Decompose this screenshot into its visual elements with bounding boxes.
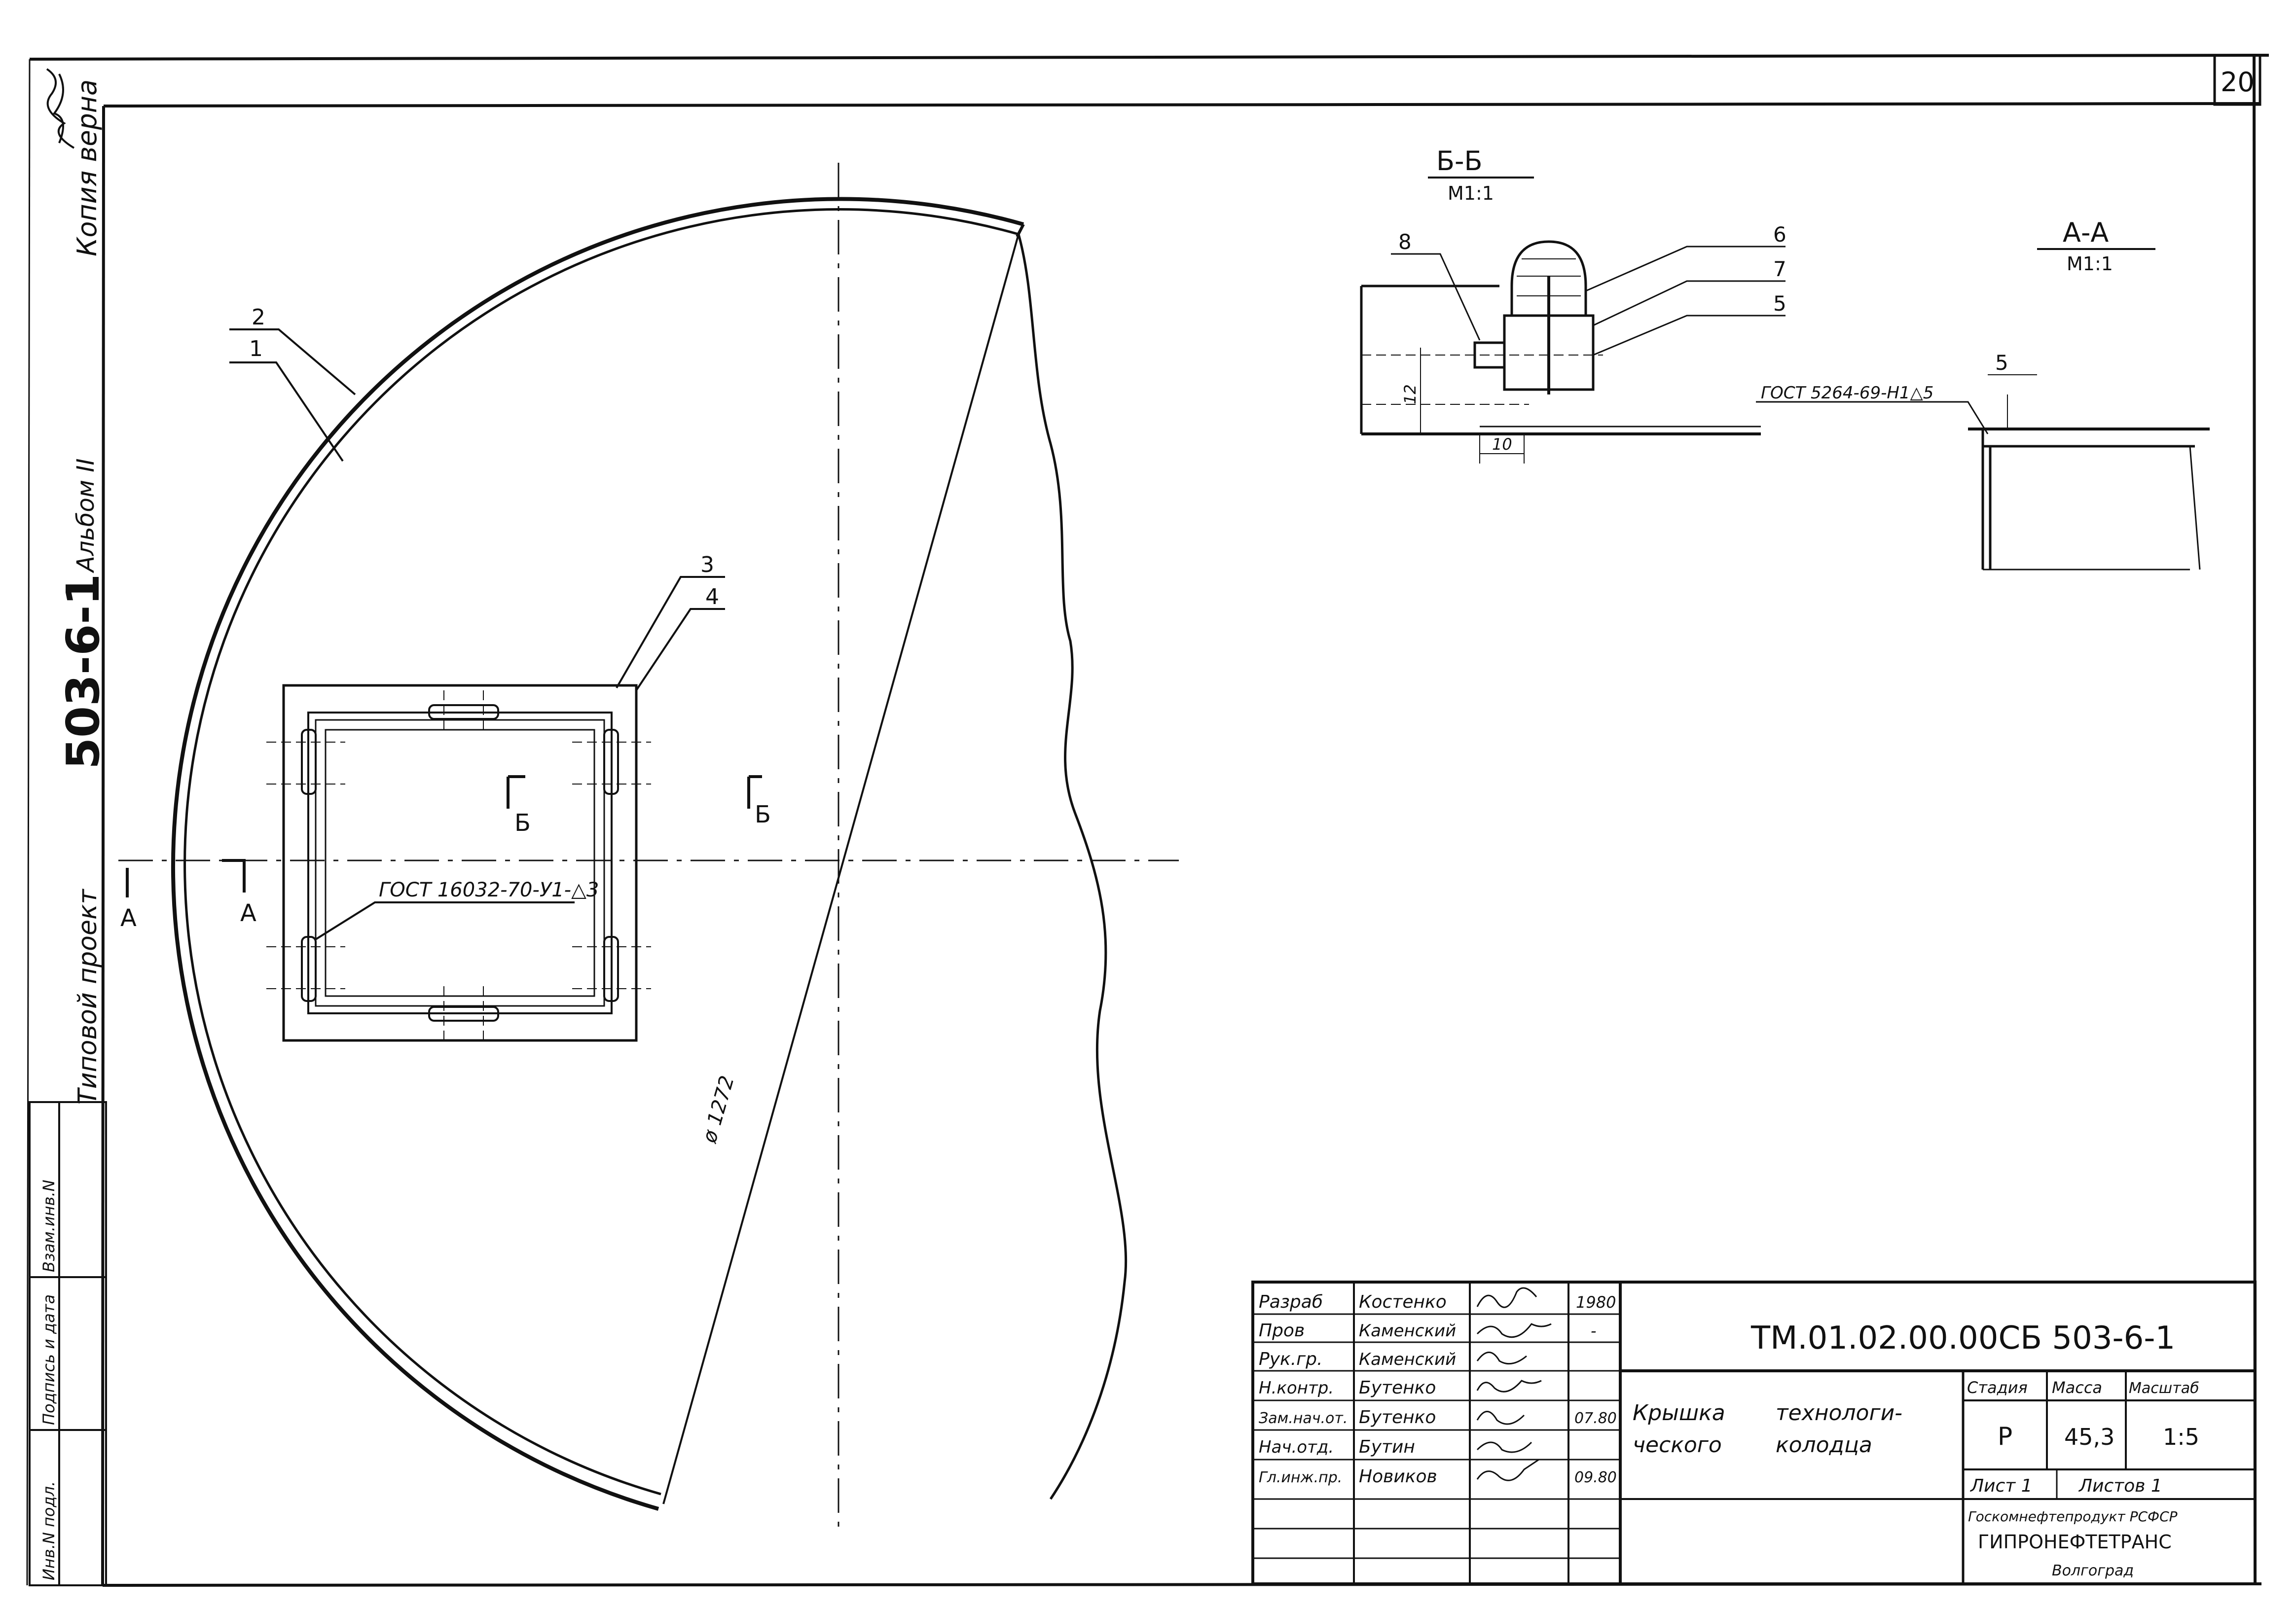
tb-role-1: Разраб [1259,1292,1323,1312]
tb-header-scale: Масштаб [2129,1380,2199,1397]
leader-label-1: 1 [249,336,263,361]
section-mark-a-left: А [120,904,137,932]
tb-header-stage: Стадия [1967,1378,2028,1397]
tb-role-3: Рук.гр. [1259,1349,1322,1369]
tb-name-line2-a: ческого [1633,1432,1722,1458]
section-aa-scale: M1:1 [2067,253,2113,275]
left-approval-table [29,1101,107,1586]
sheet-number: 20 [2221,67,2255,98]
section-bb-part-6: 6 [1773,222,1786,247]
section-bb-dim-w: 10 [1492,435,1512,454]
project-number: 503-6-1 [57,574,109,769]
tb-city: Волгоград [2052,1562,2134,1579]
section-aa-title: А-А [2063,217,2109,248]
tb-name-7: Новиков [1359,1466,1437,1487]
section-bb-scale: M1:1 [1448,182,1494,204]
section-aa-part-5: 5 [1995,351,2008,375]
tb-scale-value: 1:5 [2163,1424,2199,1450]
tb-header-mass: Масса [2052,1378,2102,1397]
section-bb-part-5: 5 [1773,291,1786,316]
tb-date-5: 07.80 [1574,1410,1617,1427]
copy-mark: Копия верна [72,79,103,256]
inv-number-label: Инв.N подл. [39,1481,58,1580]
signature-date-label: Подпись и дата [39,1294,58,1425]
tb-role-5: Зам.нач.от. [1259,1410,1348,1427]
tb-name-2: Каменский [1359,1321,1456,1341]
leaders-1-2 [229,328,356,462]
tb-name-4: Бутенко [1359,1378,1436,1398]
leader-label-4: 4 [705,584,719,609]
section-mark-b-left: Б [514,809,531,837]
signature-scribble [46,68,75,149]
tb-name-line1-b: технологи- [1776,1400,1902,1426]
section-bb-detail: Б-Б M1:1 8 6 [1360,145,1786,464]
section-bb-part-7: 7 [1773,257,1786,281]
tb-date-2: 1980 [1576,1293,1616,1312]
section-aa-weld-note: ГОСТ 5264-69-Н1△5 [1761,383,1933,403]
section-mark-a-right: А [240,899,256,927]
tb-name-line2-b: колодца [1776,1432,1872,1458]
tb-org1: Госкомнефтепродукт РСФСР [1968,1508,2178,1525]
section-bb-title: Б-Б [1436,145,1483,177]
tb-org2: ГИПРОНЕФТЕТРАНС [1978,1531,2172,1553]
weld-note-main: ГОСТ 16032-70-У1-△3 [379,879,599,901]
margin-stamp: Копия верна Альбом II 503-6-1 Типовой пр… [46,68,109,1105]
tb-role-4: Н.контр. [1259,1378,1334,1398]
section-aa-detail: А-А M1:1 5 ГОСТ 5264-69-Н1△5 [1756,217,2210,571]
tb-name-line1-a: Крышка [1633,1400,1725,1426]
tb-date-3: - [1591,1322,1597,1340]
leader-label-3: 3 [700,552,714,577]
lid-plan-view [118,163,1179,1529]
title-block [1251,1281,2257,1585]
tb-sheets: Листов 1 [2078,1476,2162,1496]
tb-mass-value: 45,3 [2064,1424,2114,1450]
section-bb-part-8: 8 [1398,230,1412,254]
tb-sheet: Лист 1 [1969,1476,2033,1496]
signatures [1476,1287,1552,1481]
tb-designation: ТМ.01.02.00.00СБ 503-6-1 [1750,1320,2175,1357]
tb-role-7: Гл.инж.пр. [1259,1469,1342,1486]
tb-name-3: Каменский [1359,1350,1456,1369]
tb-date-7: 09.80 [1574,1469,1617,1486]
hatch-frame [266,684,651,1042]
album-label: Альбом II [72,458,100,573]
diameter-label: ø 1272 [698,1073,739,1145]
leader-label-2: 2 [252,305,265,330]
tb-role-2: Пров [1259,1321,1305,1341]
replace-inv-label: Взам.инв.N [39,1179,58,1272]
weld-leader-main [315,901,575,940]
tb-name-5: Бутенко [1359,1407,1436,1428]
section-mark-b-right: Б [755,801,771,828]
section-marks [126,775,762,897]
project-prefix: Типовой проект [73,889,103,1105]
tb-name-6: Бутин [1359,1437,1415,1457]
tb-stage-value: Р [1998,1422,2012,1451]
tb-role-6: Нач.отд. [1259,1437,1334,1457]
leaders-3-4 [616,576,725,691]
section-bb-dim-h: 12 [1401,384,1420,404]
tb-name-1: Костенко [1359,1292,1447,1312]
